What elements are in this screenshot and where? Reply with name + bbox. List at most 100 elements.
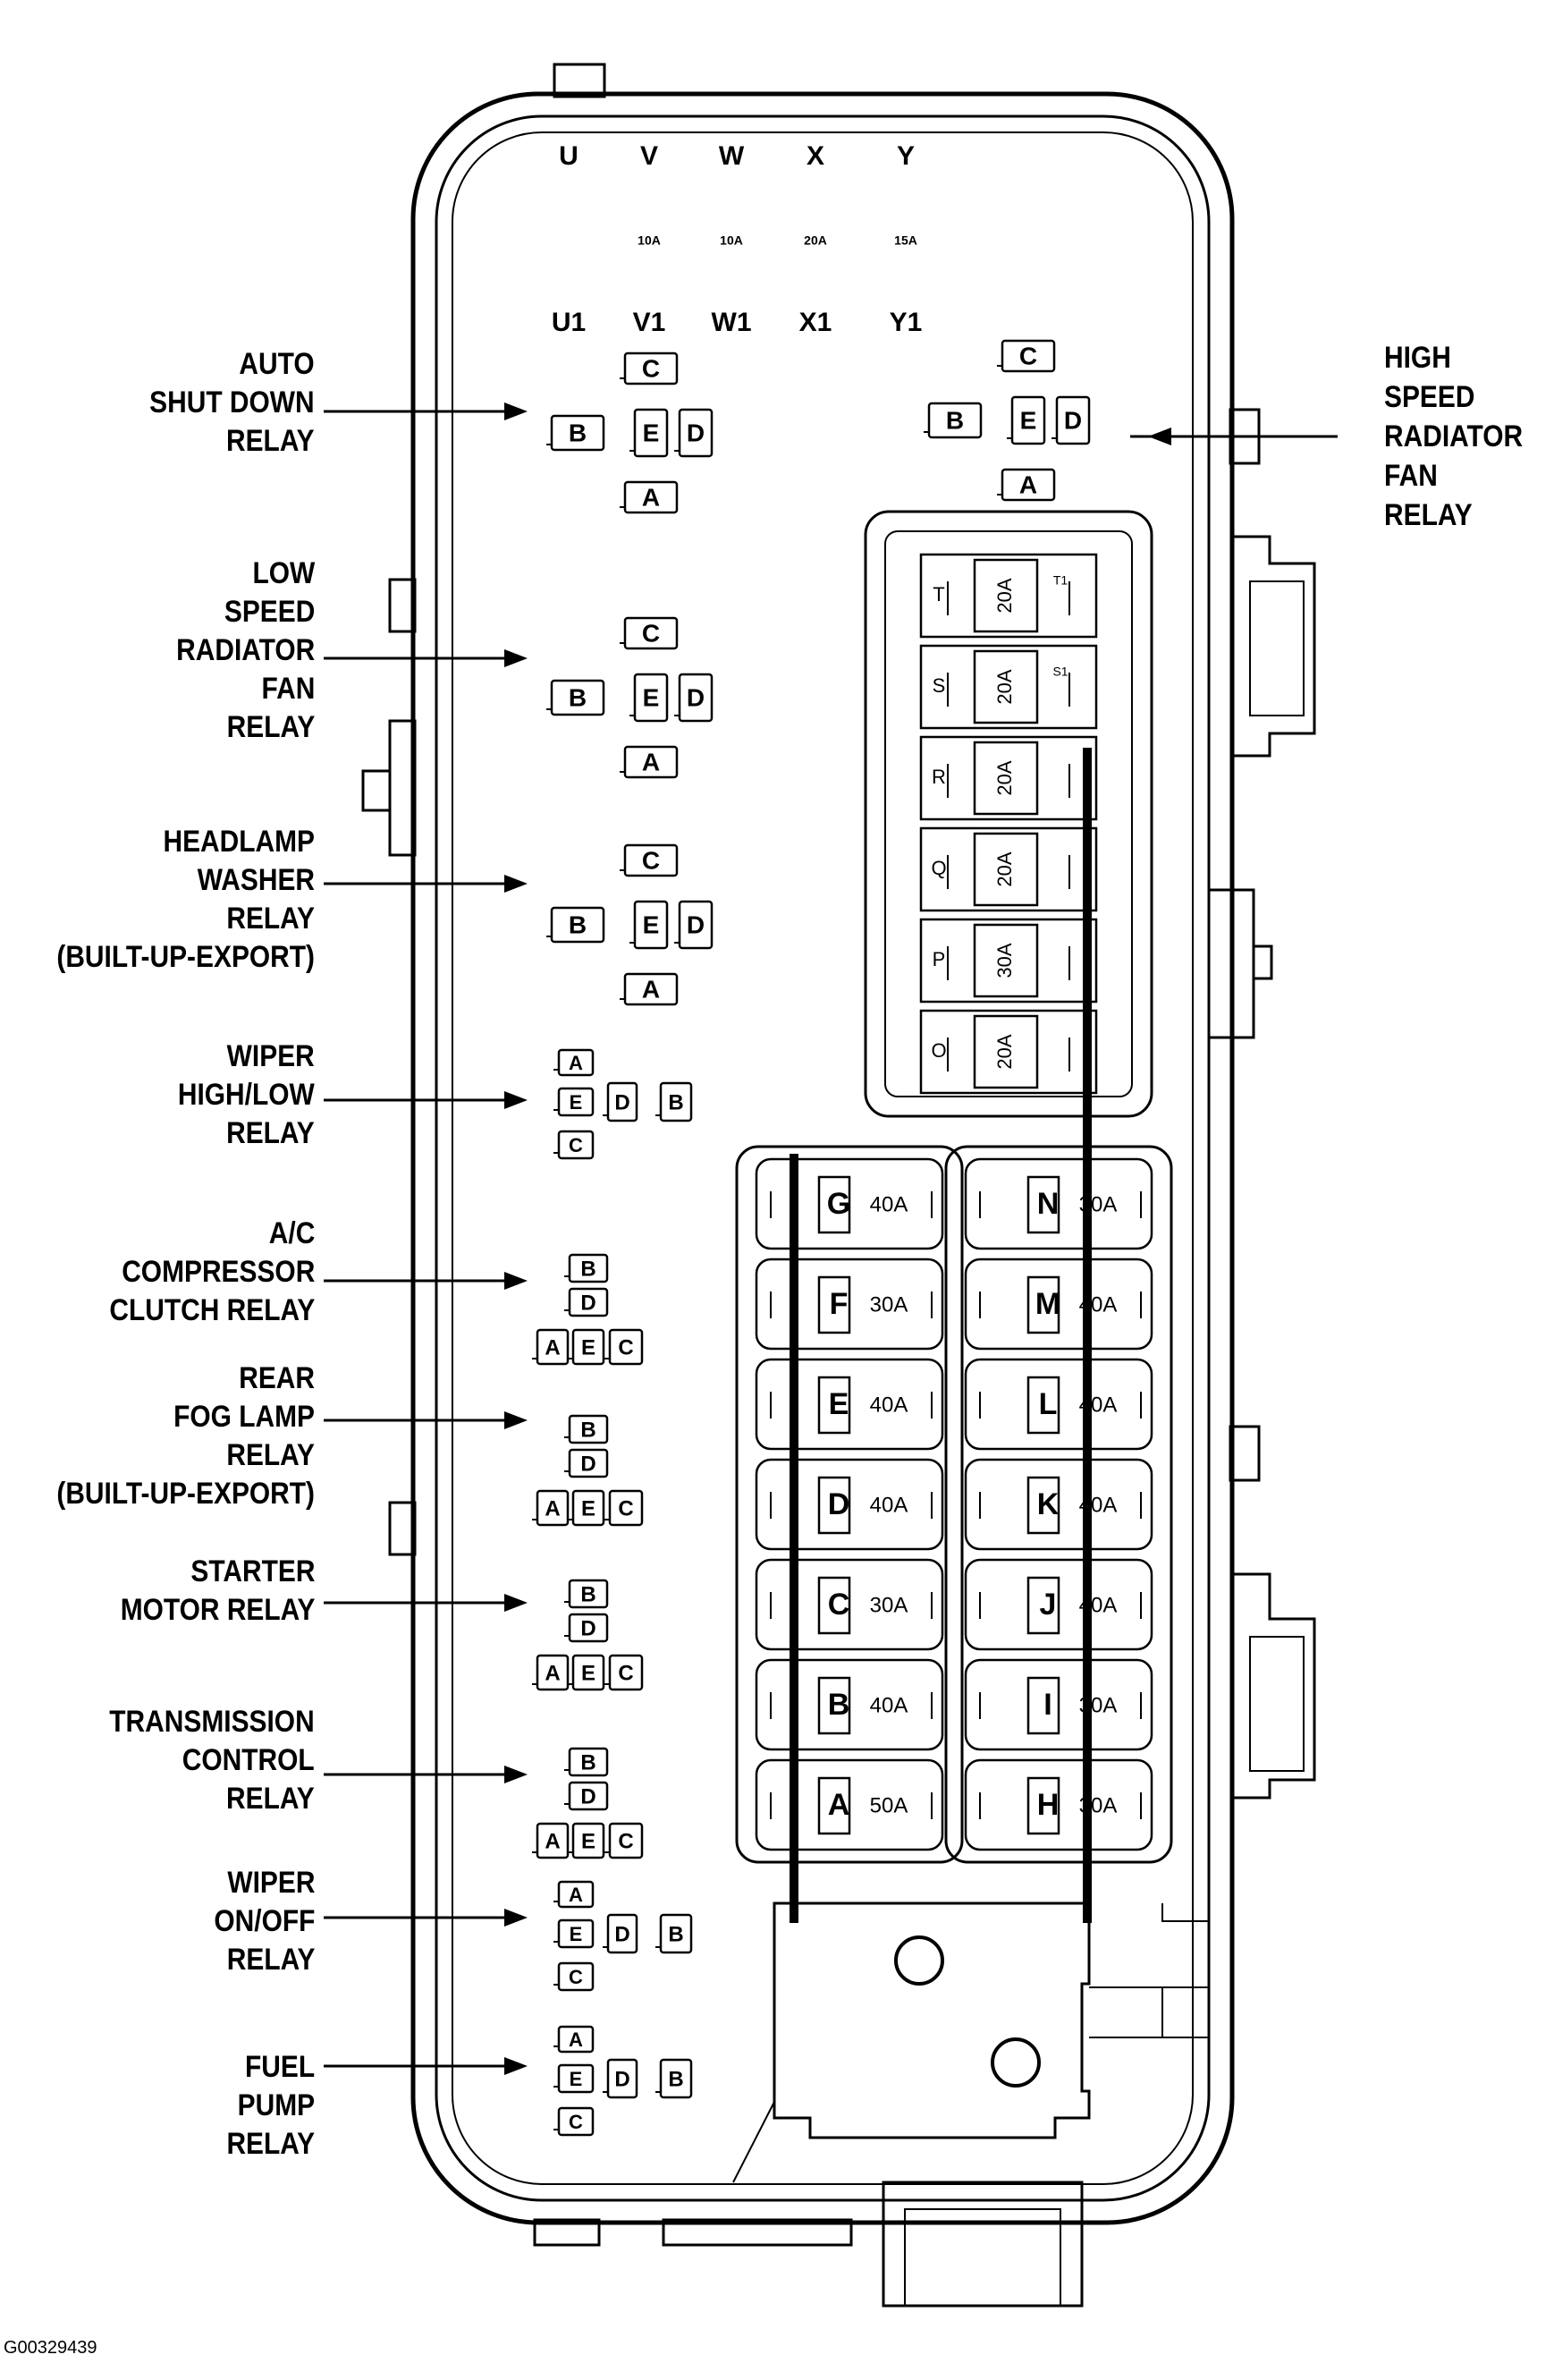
maxi-fuse-blade: [979, 1392, 1142, 1419]
relay-terminal-box: [536, 1654, 570, 1691]
relay-terminal: A: [997, 468, 1056, 502]
top-fuse-sub-label: V1: [633, 308, 666, 337]
mini-fuse-letter: Q: [931, 857, 946, 879]
maxi-fuse-blade: [770, 1592, 933, 1619]
mounting-hole: [894, 1935, 944, 1986]
relay-terminal-letter: D: [580, 1291, 595, 1315]
maxi-fuse-blade: [770, 1492, 933, 1519]
relay-terminal-box: [633, 900, 669, 950]
maxi-fuse-letter: L: [1039, 1387, 1058, 1421]
relay-terminal: C: [620, 616, 679, 650]
relay-terminal-box: [678, 900, 714, 950]
relay-terminal-box: [608, 1822, 644, 1859]
mini-fuse-letter: S: [933, 674, 946, 697]
leader-arrow: [324, 402, 528, 420]
relay-label-line: RADIATOR: [175, 633, 315, 667]
maxi-fuse-body: [817, 1376, 851, 1435]
maxi-fuse-rating: 40A: [870, 1693, 908, 1717]
relay-terminal-box: [678, 673, 714, 723]
maxi-fuse-letter: E: [829, 1387, 849, 1421]
relay-label-line: CLUTCH RELAY: [109, 1293, 315, 1327]
mini-fuse-socket: [919, 826, 1098, 912]
maxi-fuse-socket: [964, 1157, 1153, 1250]
mini-fuse-sub-label: T1: [1053, 573, 1068, 588]
relay-terminal-letter: E: [570, 1923, 583, 1945]
maxi-fuse-blade: [979, 1292, 1142, 1318]
relay-terminal: D: [564, 1781, 609, 1811]
housing-outer-wall: [410, 91, 1235, 2225]
relay-terminal-box: [571, 1654, 605, 1691]
relay-terminal-box: [606, 2058, 638, 2099]
maxi-fuse-blade: [979, 1692, 1142, 1719]
relay-terminal-letter: B: [569, 419, 587, 446]
relay-terminal-letter: C: [1019, 342, 1037, 369]
relay-terminal-box: [659, 2058, 693, 2099]
relay-terminal-box: [568, 1448, 609, 1478]
top-latch-tab: [553, 63, 606, 98]
relay-label-line: RELAY: [226, 710, 315, 744]
maxi-fuse-rating: 40A: [870, 1493, 908, 1517]
relay-terminal-box: [1010, 395, 1046, 445]
leader-arrow: [324, 1272, 528, 1290]
maxi-fuse-rating: 40A: [870, 1393, 908, 1417]
leader-arrow: [324, 649, 528, 667]
relay-label-line: RELAY: [226, 2127, 315, 2161]
relay-terminal-letter: E: [581, 1496, 595, 1520]
relay-terminal: E: [1007, 395, 1046, 445]
relay-terminal-box: [608, 1654, 644, 1691]
maxi-fuse-body: [817, 1676, 851, 1735]
relay-label-line: REAR: [239, 1361, 315, 1395]
relay-label-line: FOG LAMP: [173, 1400, 315, 1434]
relay-terminal-letter: C: [642, 846, 660, 874]
bus-bar-edge: [732, 1903, 1209, 2183]
relay-terminal-letter: B: [946, 406, 964, 434]
relay-terminal: D: [674, 673, 714, 723]
relay-terminal-box: [571, 1489, 605, 1527]
maxi-fuse-blade: [979, 1191, 1142, 1218]
relay-terminal-box: [608, 1489, 644, 1527]
relay-terminal: C: [620, 351, 679, 385]
relay-terminal-box: [571, 1328, 605, 1366]
relay-terminal: D: [1051, 395, 1091, 445]
relay-terminal-box: [927, 402, 983, 439]
arrow-head: [504, 875, 528, 893]
maxi-fuse-letter: F: [830, 1287, 849, 1321]
relay-terminal-letter: C: [569, 1966, 583, 1988]
relay-label-line: HEADLAMP: [163, 825, 315, 859]
relay-terminal-box: [557, 1961, 595, 1992]
maxi-fuse-body: [817, 1576, 851, 1635]
maxi-fuse-letter: G: [827, 1187, 850, 1221]
maxi-fuse-blade: [979, 1792, 1142, 1819]
maxi-fuse-rating: 50A: [870, 1793, 908, 1817]
relay-terminal: C: [997, 339, 1056, 373]
relay-terminal: A: [532, 1328, 570, 1366]
mini-fuse-blade: [947, 946, 1070, 980]
side-connector: [1232, 1572, 1316, 1800]
top-fuse-sub-label: U1: [552, 308, 586, 337]
maxi-fuse-body: [817, 1175, 851, 1234]
relay-terminal-letter: E: [581, 1335, 595, 1359]
relay-label-line: SHUT DOWN: [149, 385, 315, 419]
arrow-head: [504, 1091, 528, 1109]
relay-terminal-letter: A: [642, 975, 660, 1003]
arrow-head: [504, 1909, 528, 1927]
relay-terminal: B: [655, 1081, 693, 1122]
mini-fuse-letter: P: [933, 948, 946, 970]
